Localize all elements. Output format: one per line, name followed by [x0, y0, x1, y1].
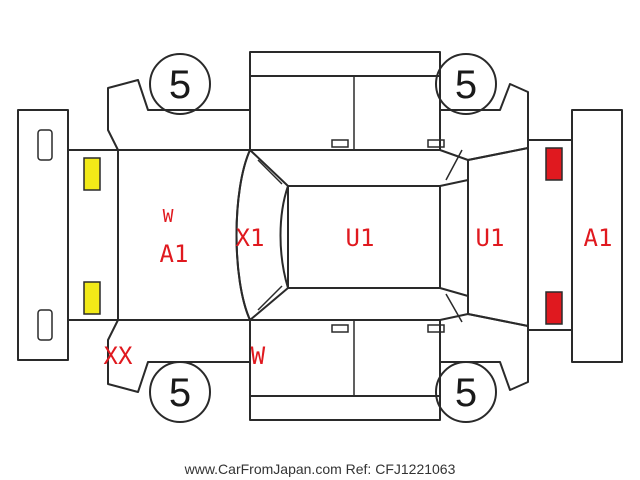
tire-front-right: 5 — [149, 361, 211, 423]
tire-front-right-label: 5 — [169, 371, 191, 415]
side-bottom-roofline — [249, 395, 441, 421]
tire-front-right-circle — [149, 361, 211, 423]
tire-rear-right: 5 — [435, 361, 497, 423]
side-bottom-doors — [249, 319, 441, 397]
tire-front-left: 5 — [149, 53, 211, 115]
rear-glass — [439, 179, 469, 297]
windshield-pillars — [257, 159, 283, 311]
headlight-bottom — [83, 281, 101, 315]
hood-panel — [117, 149, 251, 321]
footer-reference: www.CarFromJapan.com Ref: CFJ1221063 — [184, 461, 456, 477]
rear-pillars — [445, 149, 463, 323]
mark-front-door-w: W — [251, 342, 266, 370]
tire-rear-left-circle — [435, 53, 497, 115]
door-handle-front-top — [331, 139, 349, 148]
tire-rear-left-label: 5 — [455, 63, 477, 107]
mark-front-corner-xx: XX — [104, 342, 133, 370]
tire-rear-left: 5 — [435, 53, 497, 115]
tire-front-left-label: 5 — [169, 63, 191, 107]
tire-rear-right-circle — [435, 361, 497, 423]
side-top-doors — [249, 75, 441, 151]
side-top-rear-body — [439, 83, 529, 161]
mark-roof-u1: U1 — [346, 224, 375, 252]
side-top-roofline — [249, 51, 441, 77]
door-handle-rear-top — [427, 139, 445, 148]
front-bumper-vent-bottom — [37, 309, 53, 341]
front-bumper-vent-top — [37, 129, 53, 161]
taillight-top — [545, 147, 563, 181]
door-handle-front-bottom — [331, 324, 349, 333]
headlight-top — [83, 157, 101, 191]
front-bumper — [17, 109, 69, 361]
side-bottom-rear-body — [439, 313, 529, 391]
mark-front-w: W — [163, 206, 174, 227]
mark-front-a1: A1 — [160, 240, 189, 268]
tire-rear-right-label: 5 — [455, 371, 477, 415]
rear-bumper — [571, 109, 623, 363]
mark-rear-glass-u1: U1 — [476, 224, 505, 252]
tire-front-left-circle — [149, 53, 211, 115]
mark-hood-x1: X1 — [236, 224, 265, 252]
taillight-bottom — [545, 291, 563, 325]
mark-rear-a1: A1 — [584, 224, 613, 252]
door-handle-rear-bottom — [427, 324, 445, 333]
